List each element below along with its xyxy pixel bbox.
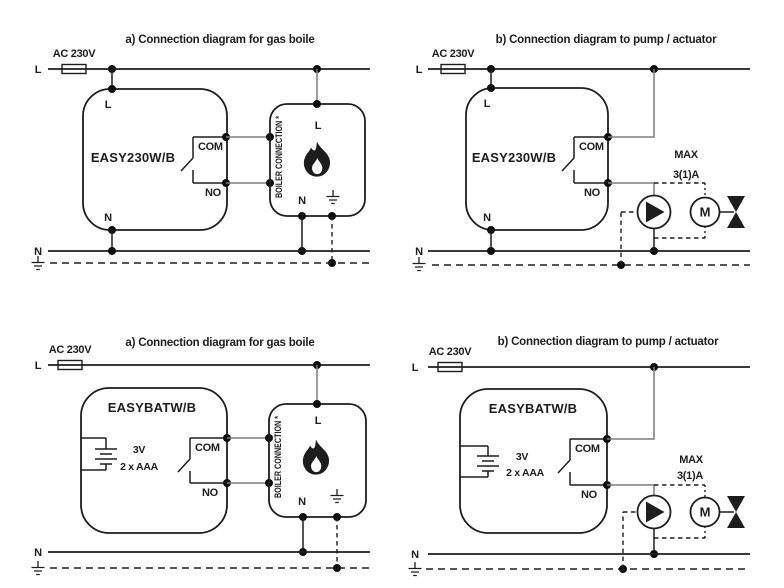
battery-voltage-label: 3V — [516, 451, 529, 463]
device-name: EASYBATW/B — [108, 400, 196, 415]
neutral-bus: N — [415, 246, 750, 258]
live-label: L — [412, 362, 419, 374]
live-bus: L AC 230V — [35, 48, 370, 76]
panel-b-pump-actuator-easy230: b) Connection diagram to pump / actuator… — [411, 34, 750, 272]
boiler-live-label: L — [315, 415, 322, 427]
panel-title: b) Connection diagram to pump / actuator — [496, 34, 717, 46]
max-rating-label: MAX — [674, 149, 699, 161]
flame-icon — [302, 439, 330, 475]
thermostat-box: EASY230W/B L N COM NO — [82, 69, 230, 251]
earth-bus — [411, 211, 750, 272]
neutral-bus: N — [34, 547, 370, 559]
supply-label: AC 230V — [53, 48, 96, 60]
neutral-label: N — [34, 246, 42, 258]
pump-icon — [636, 194, 672, 230]
amp-rating-label: 3(1)A — [677, 470, 703, 482]
boiler-connection-label: BOILER CONNECTION * — [273, 416, 283, 498]
boiler-neutral-label: N — [298, 195, 306, 207]
live-label: L — [35, 64, 42, 76]
relay-contact-icon — [557, 438, 607, 486]
earth-icon — [411, 256, 427, 272]
no-label: NO — [581, 489, 598, 501]
live-bus: L AC 230V — [412, 346, 750, 374]
boiler-neutral-label: N — [298, 496, 306, 508]
boiler-connection-label: BOILER CONNECTION * — [274, 116, 284, 198]
earth-bus — [30, 255, 370, 271]
com-to-live-wire — [607, 367, 655, 440]
device-live-label: L — [105, 99, 112, 111]
motor-icon: M — [689, 496, 721, 528]
neutral-label: N — [411, 549, 419, 561]
neutral-bus: N — [411, 549, 750, 561]
com-no-links — [226, 133, 274, 187]
panel-title: a) Connection diagram for gas boile — [125, 337, 314, 349]
device-live-label: L — [484, 98, 491, 110]
no-output-wiring — [608, 182, 706, 255]
no-label: NO — [205, 187, 222, 199]
earth-icon — [329, 488, 345, 504]
panel-a-gas-boiler-easybat: a) Connection diagram for gas boile L AC… — [30, 337, 370, 576]
earth-icon — [325, 189, 341, 205]
battery-icon — [81, 437, 117, 471]
com-no-links — [227, 434, 273, 487]
boiler-live-label: L — [315, 120, 322, 132]
live-label: L — [35, 360, 42, 372]
no-output-wiring — [607, 484, 706, 558]
device-name: EASY230W/B — [91, 150, 175, 165]
device-neutral-label: N — [104, 212, 112, 224]
neutral-label: N — [415, 246, 423, 258]
device-name: EASYBATW/B — [489, 401, 577, 416]
relay-contact-icon — [180, 136, 226, 184]
earth-icon — [407, 561, 423, 577]
battery-cells-label: 2 x AAA — [506, 467, 544, 479]
no-label: NO — [584, 187, 601, 199]
panel-title: b) Connection diagram to pump / actuator — [498, 336, 719, 348]
relay-contact-icon — [177, 437, 227, 484]
panel-a-gas-boiler-easy230: a) Connection diagram for gas boile L AC… — [30, 34, 370, 271]
neutral-bus: N — [34, 246, 370, 258]
thermostat-box: EASY230W/B L N COM NO — [465, 69, 612, 251]
max-rating-label: MAX — [679, 454, 704, 466]
motor-letter: M — [700, 505, 711, 520]
battery-voltage-label: 3V — [133, 444, 146, 456]
battery-icon — [460, 445, 499, 478]
fuse-icon: AC 230V — [53, 48, 97, 75]
no-label: NO — [202, 487, 219, 499]
boiler-box: BOILER CONNECTION * L N — [268, 365, 367, 572]
thermostat-box: EASYBATW/B 3V 2 x AAA COM NO — [459, 388, 611, 534]
live-label: L — [416, 64, 423, 76]
device-name: EASY230W/B — [472, 150, 556, 165]
supply-label: AC 230V — [429, 346, 472, 358]
valve-icon — [719, 196, 745, 228]
supply-label: AC 230V — [49, 344, 92, 356]
com-label: COM — [198, 141, 223, 153]
earth-icon — [30, 255, 46, 271]
fuse-icon: AC 230V — [49, 344, 93, 371]
earth-icon — [30, 560, 46, 576]
boiler-box: BOILER CONNECTION * L N — [269, 69, 366, 267]
amp-rating-label: 3(1)A — [673, 169, 699, 181]
pump-icon — [636, 494, 672, 530]
com-label: COM — [195, 442, 220, 454]
fuse-icon: AC 230V — [432, 48, 476, 75]
com-to-live-wire — [608, 69, 655, 138]
panel-title: a) Connection diagram for gas boile — [125, 34, 314, 46]
motor-icon: M — [689, 196, 721, 228]
thermostat-box: EASYBATW/B 3V 2 x AAA COM NO — [80, 387, 231, 534]
supply-label: AC 230V — [432, 48, 475, 60]
neutral-label: N — [34, 547, 42, 559]
com-label: COM — [575, 443, 600, 455]
fuse-icon: AC 230V — [429, 346, 473, 373]
device-neutral-label: N — [483, 212, 491, 224]
panel-b-pump-actuator-easybat: b) Connection diagram to pump / actuator… — [407, 336, 750, 577]
earth-bus — [407, 511, 750, 577]
flame-icon — [303, 141, 331, 177]
live-bus: L AC 230V — [416, 48, 750, 76]
earth-bus — [30, 560, 370, 576]
motor-letter: M — [700, 205, 711, 220]
battery-cells-label: 2 x AAA — [120, 461, 158, 473]
relay-contact-icon — [561, 136, 608, 184]
valve-icon — [719, 496, 745, 528]
com-label: COM — [579, 141, 604, 153]
